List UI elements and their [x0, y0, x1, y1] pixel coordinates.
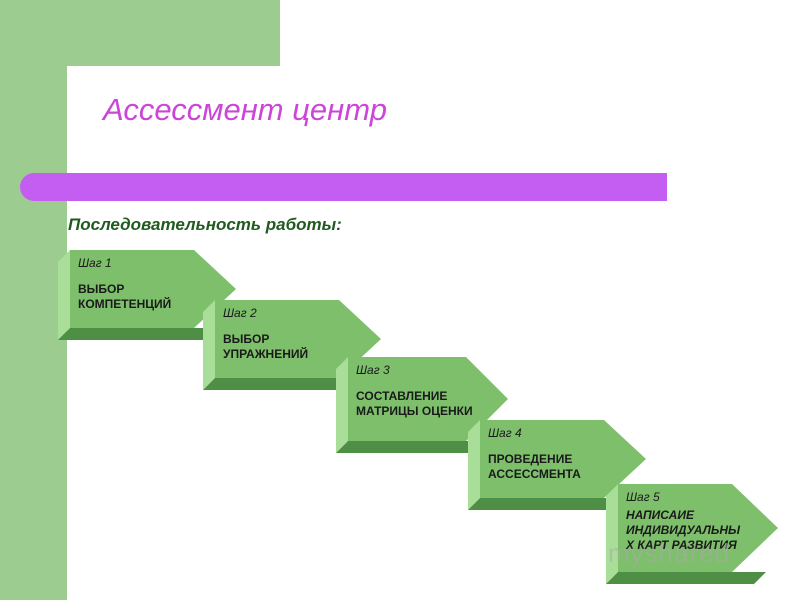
step-number: Шаг 1 [78, 256, 112, 270]
watermark-logo: myshared [608, 538, 731, 568]
arrow-shape [203, 300, 381, 390]
step-name: ПРОВЕДЕНИЕ АССЕССМЕНТА [488, 452, 581, 481]
arrow-shape [606, 484, 778, 584]
top-green-block [0, 0, 280, 66]
step-4-arrow: Шаг 4 ПРОВЕДЕНИЕ АССЕССМЕНТА [468, 420, 648, 512]
arrow-shape [468, 420, 646, 510]
step-name: СОСТАВЛЕНИЕ МАТРИЦЫ ОЦЕНКИ [356, 389, 473, 418]
arrow-shape [58, 250, 236, 340]
step-5-arrow: Шаг 5 НАПИСАИЕ ИНДИВИДУАЛЬНЫХ КАРТ РАЗВИ… [606, 484, 786, 584]
slide-title: Ассессмент центр [103, 92, 387, 127]
step-number: Шаг 4 [488, 426, 522, 440]
step-number: Шаг 3 [356, 363, 390, 377]
step-number: Шаг 2 [223, 306, 257, 320]
step-1-arrow: Шаг 1 ВЫБОР КОМПЕТЕНЦИЙ [58, 250, 238, 342]
step-3-arrow: Шаг 3 СОСТАВЛЕНИЕ МАТРИЦЫ ОЦЕНКИ [336, 357, 516, 453]
step-name: НАПИСАИЕ ИНДИВИДУАЛЬНЫХ КАРТ РАЗВИТИЯ [626, 508, 740, 552]
step-name: ВЫБОР КОМПЕТЕНЦИЙ [78, 282, 172, 311]
left-green-band [0, 0, 67, 600]
step-2-arrow: Шаг 2 ВЫБОР УПРАЖНЕНИЙ [203, 300, 383, 392]
title-underline-bar [20, 173, 667, 201]
step-name: ВЫБОР УПРАЖНЕНИЙ [223, 332, 309, 361]
slide-subtitle: Последовательность работы: [68, 215, 342, 234]
arrow-shape [336, 357, 508, 453]
step-number: Шаг 5 [626, 490, 660, 504]
